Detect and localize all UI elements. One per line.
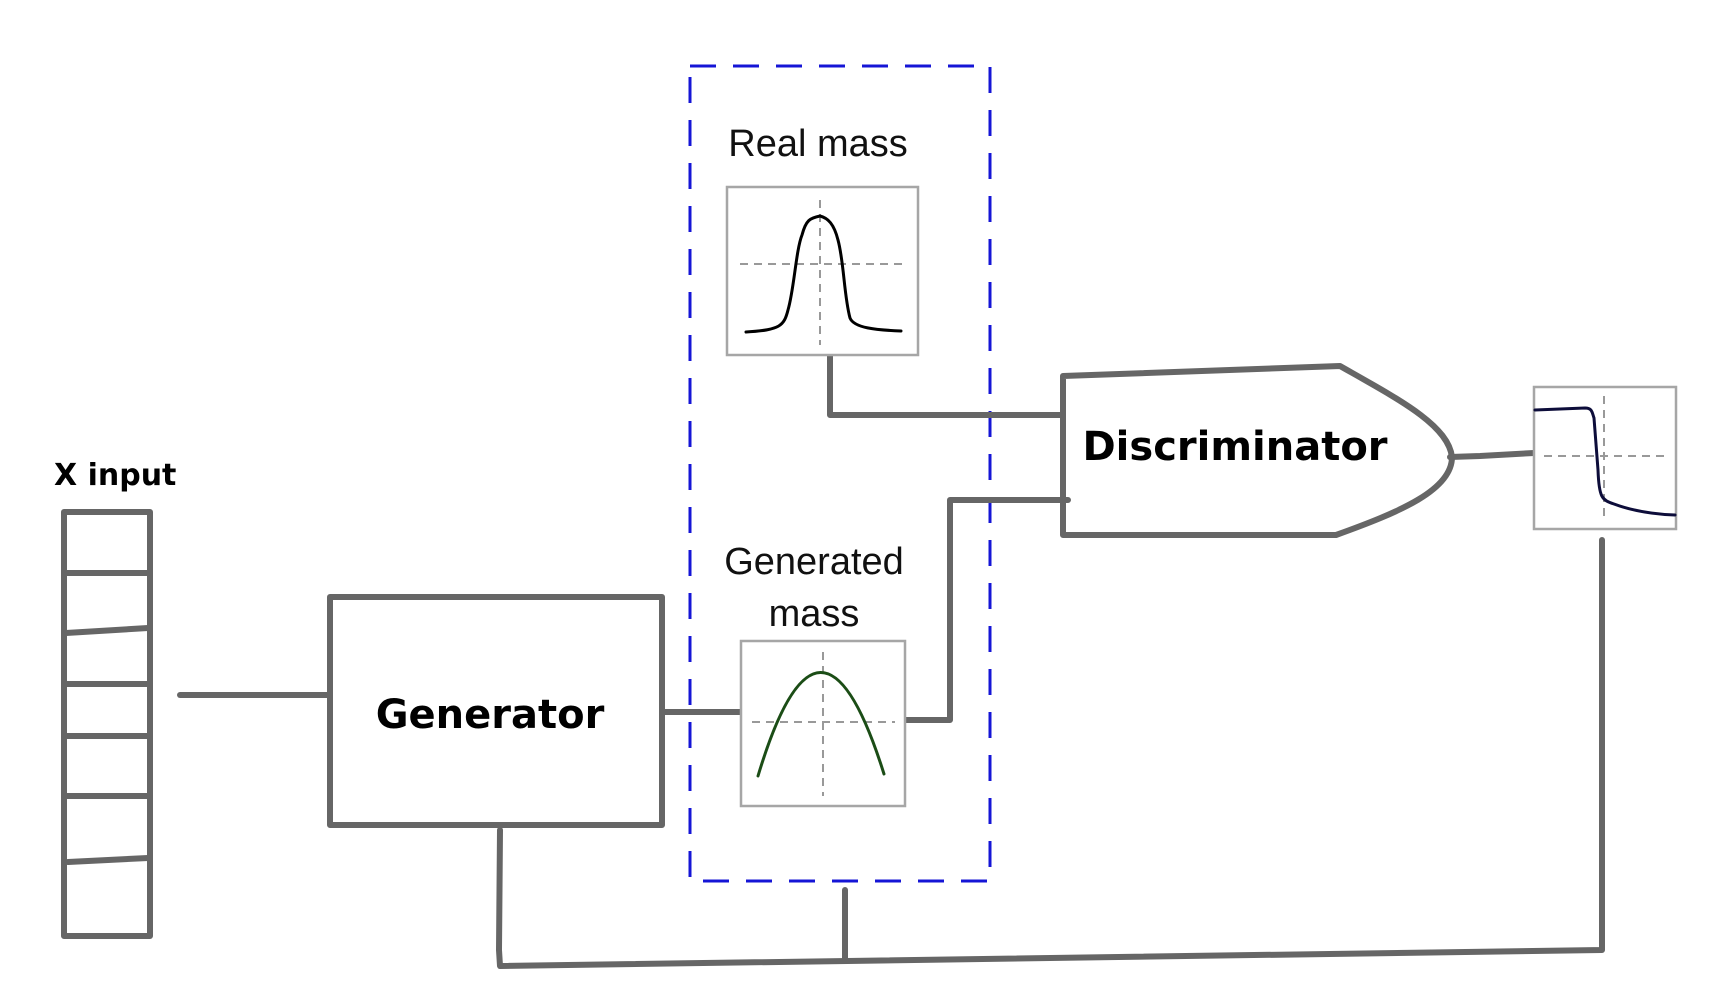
output-curve bbox=[1533, 406, 1677, 517]
discriminator-label: Discriminator bbox=[1082, 424, 1387, 470]
output-plot bbox=[1532, 385, 1678, 531]
wire-real-plot-to-discriminator bbox=[827, 352, 1063, 418]
generator-box bbox=[327, 594, 665, 828]
generated-mass-label-line1: Generated bbox=[724, 541, 904, 583]
real-mass-label: Real mass bbox=[728, 123, 908, 165]
generated-mass-curve bbox=[756, 671, 886, 778]
x-input-label: X input bbox=[54, 458, 176, 493]
discriminator-block: Discriminator bbox=[1060, 363, 1455, 538]
generator-label: Generator bbox=[376, 692, 605, 738]
generated-mass-plot: Generated mass bbox=[724, 541, 907, 808]
real-mass-plot: Real mass bbox=[725, 123, 920, 357]
mass-comparison-group bbox=[688, 64, 992, 883]
real-mass-plot-frame bbox=[725, 185, 920, 357]
discriminator-shape bbox=[1060, 363, 1455, 538]
x-input-cell-divider bbox=[63, 625, 151, 636]
x-input-outline bbox=[61, 509, 153, 939]
generator-block: Generator bbox=[327, 594, 665, 828]
wire-feedback-loop bbox=[496, 537, 1605, 969]
x-input-cell-divider bbox=[65, 855, 151, 865]
real-mass-curve bbox=[744, 214, 903, 334]
x-input-vector bbox=[61, 509, 153, 939]
connection-wires bbox=[177, 352, 1605, 969]
wire-discriminator-to-output-plot bbox=[1447, 450, 1537, 460]
generated-mass-label-line2: mass bbox=[769, 593, 860, 635]
wire-generated-plot-to-discriminator bbox=[893, 497, 1071, 723]
